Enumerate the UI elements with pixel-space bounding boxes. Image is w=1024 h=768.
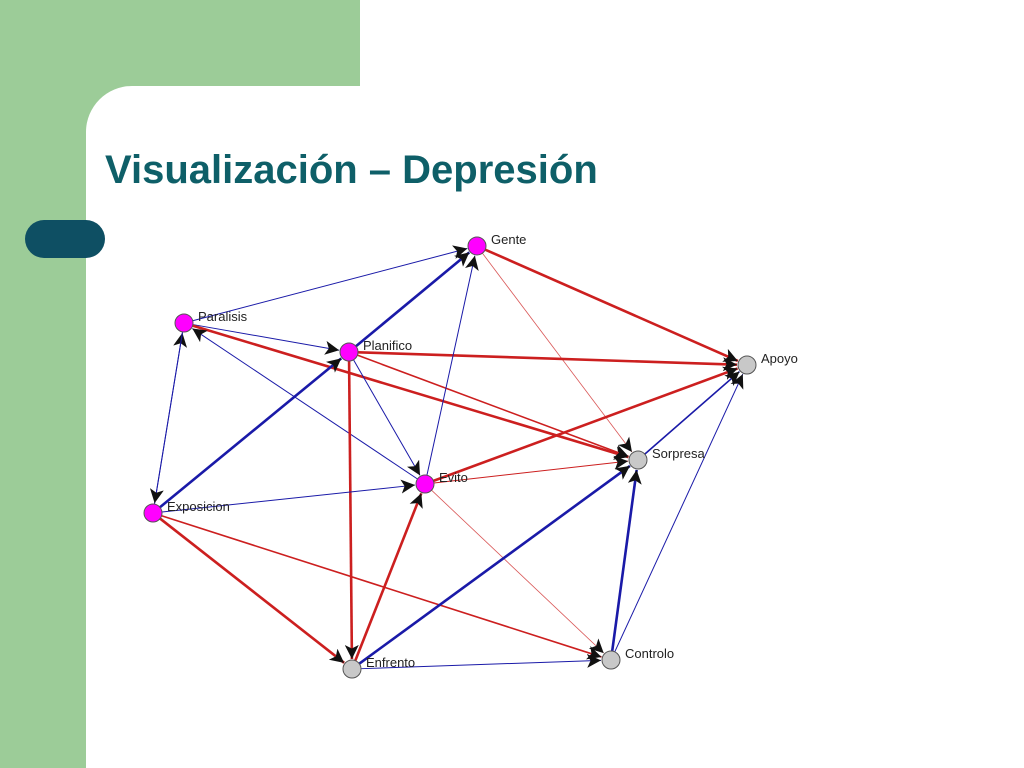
edge-evito-to-controlo [431,489,605,654]
edge-evito-to-paralisis [192,328,418,480]
edge-exposicion-to-planifico [159,357,343,509]
edge-controlo-to-sorpresa [610,469,642,652]
node-paralisis-label: Paralisis [198,309,248,324]
node-exposicion-circle [143,503,163,523]
node-apoyo-circle [737,355,757,375]
accent-pill [25,220,105,258]
node-sorpresa-label: Sorpresa [652,446,706,461]
edge-planifico-to-evito [353,359,421,476]
edge-enfrento-to-evito [354,492,423,662]
node-controlo-circle [601,650,621,670]
edge-planifico-to-sorpresa [357,354,629,459]
node-enfrento-label: Enfrento [366,655,415,670]
node-evito-label: Evito [439,470,468,485]
edge-evito-to-gente [426,255,479,476]
edge-exposicion-to-enfrento [159,517,345,664]
edge-paralisis-to-gente [192,245,468,322]
edge-planifico-to-enfrento [344,360,359,660]
node-evito-circle [415,474,435,494]
edge-gente-to-apoyo [484,248,739,363]
node-sorpresa: Sorpresa [628,446,706,470]
edge-sorpresa-to-apoyo [644,370,740,455]
node-gente: Gente [467,232,526,256]
node-controlo-label: Controlo [625,646,674,661]
edge-gente-to-sorpresa [482,252,633,453]
node-gente-circle [467,236,487,256]
node-evito: Evito [415,470,468,494]
edge-paralisis-to-planifico [192,324,340,355]
edge-exposicion-to-evito [161,479,416,513]
node-gente-label: Gente [491,232,526,247]
edge-paralisis-to-exposicion [149,331,184,504]
edge-enfrento-to-sorpresa [358,464,631,665]
node-paralisis: Paralisis [174,309,248,333]
top-white-area [360,0,1024,90]
content-panel [86,86,1024,768]
node-exposicion-label: Exposicion [167,499,230,514]
node-controlo: Controlo [601,646,674,670]
node-paralisis-circle [174,313,194,333]
node-planifico-label: Planifico [363,338,412,353]
edge-planifico-to-gente [355,251,471,348]
edge-enfrento-to-controlo [360,653,602,670]
edge-evito-to-apoyo [432,366,739,483]
node-sorpresa-circle [628,450,648,470]
slide-title: Visualización – Depresión [105,148,598,192]
node-exposicion: Exposicion [143,499,230,523]
node-enfrento: Enfrento [342,655,415,679]
node-apoyo-label: Apoyo [761,351,798,366]
edge-evito-to-sorpresa [433,455,629,484]
node-apoyo: Apoyo [737,351,798,375]
edge-planifico-to-apoyo [357,350,738,372]
node-enfrento-circle [342,659,362,679]
node-planifico: Planifico [339,338,412,362]
node-planifico-circle [339,342,359,362]
edge-controlo-to-apoyo [614,373,744,653]
network-edges [149,245,744,670]
edge-exposicion-to-controlo [161,514,602,660]
